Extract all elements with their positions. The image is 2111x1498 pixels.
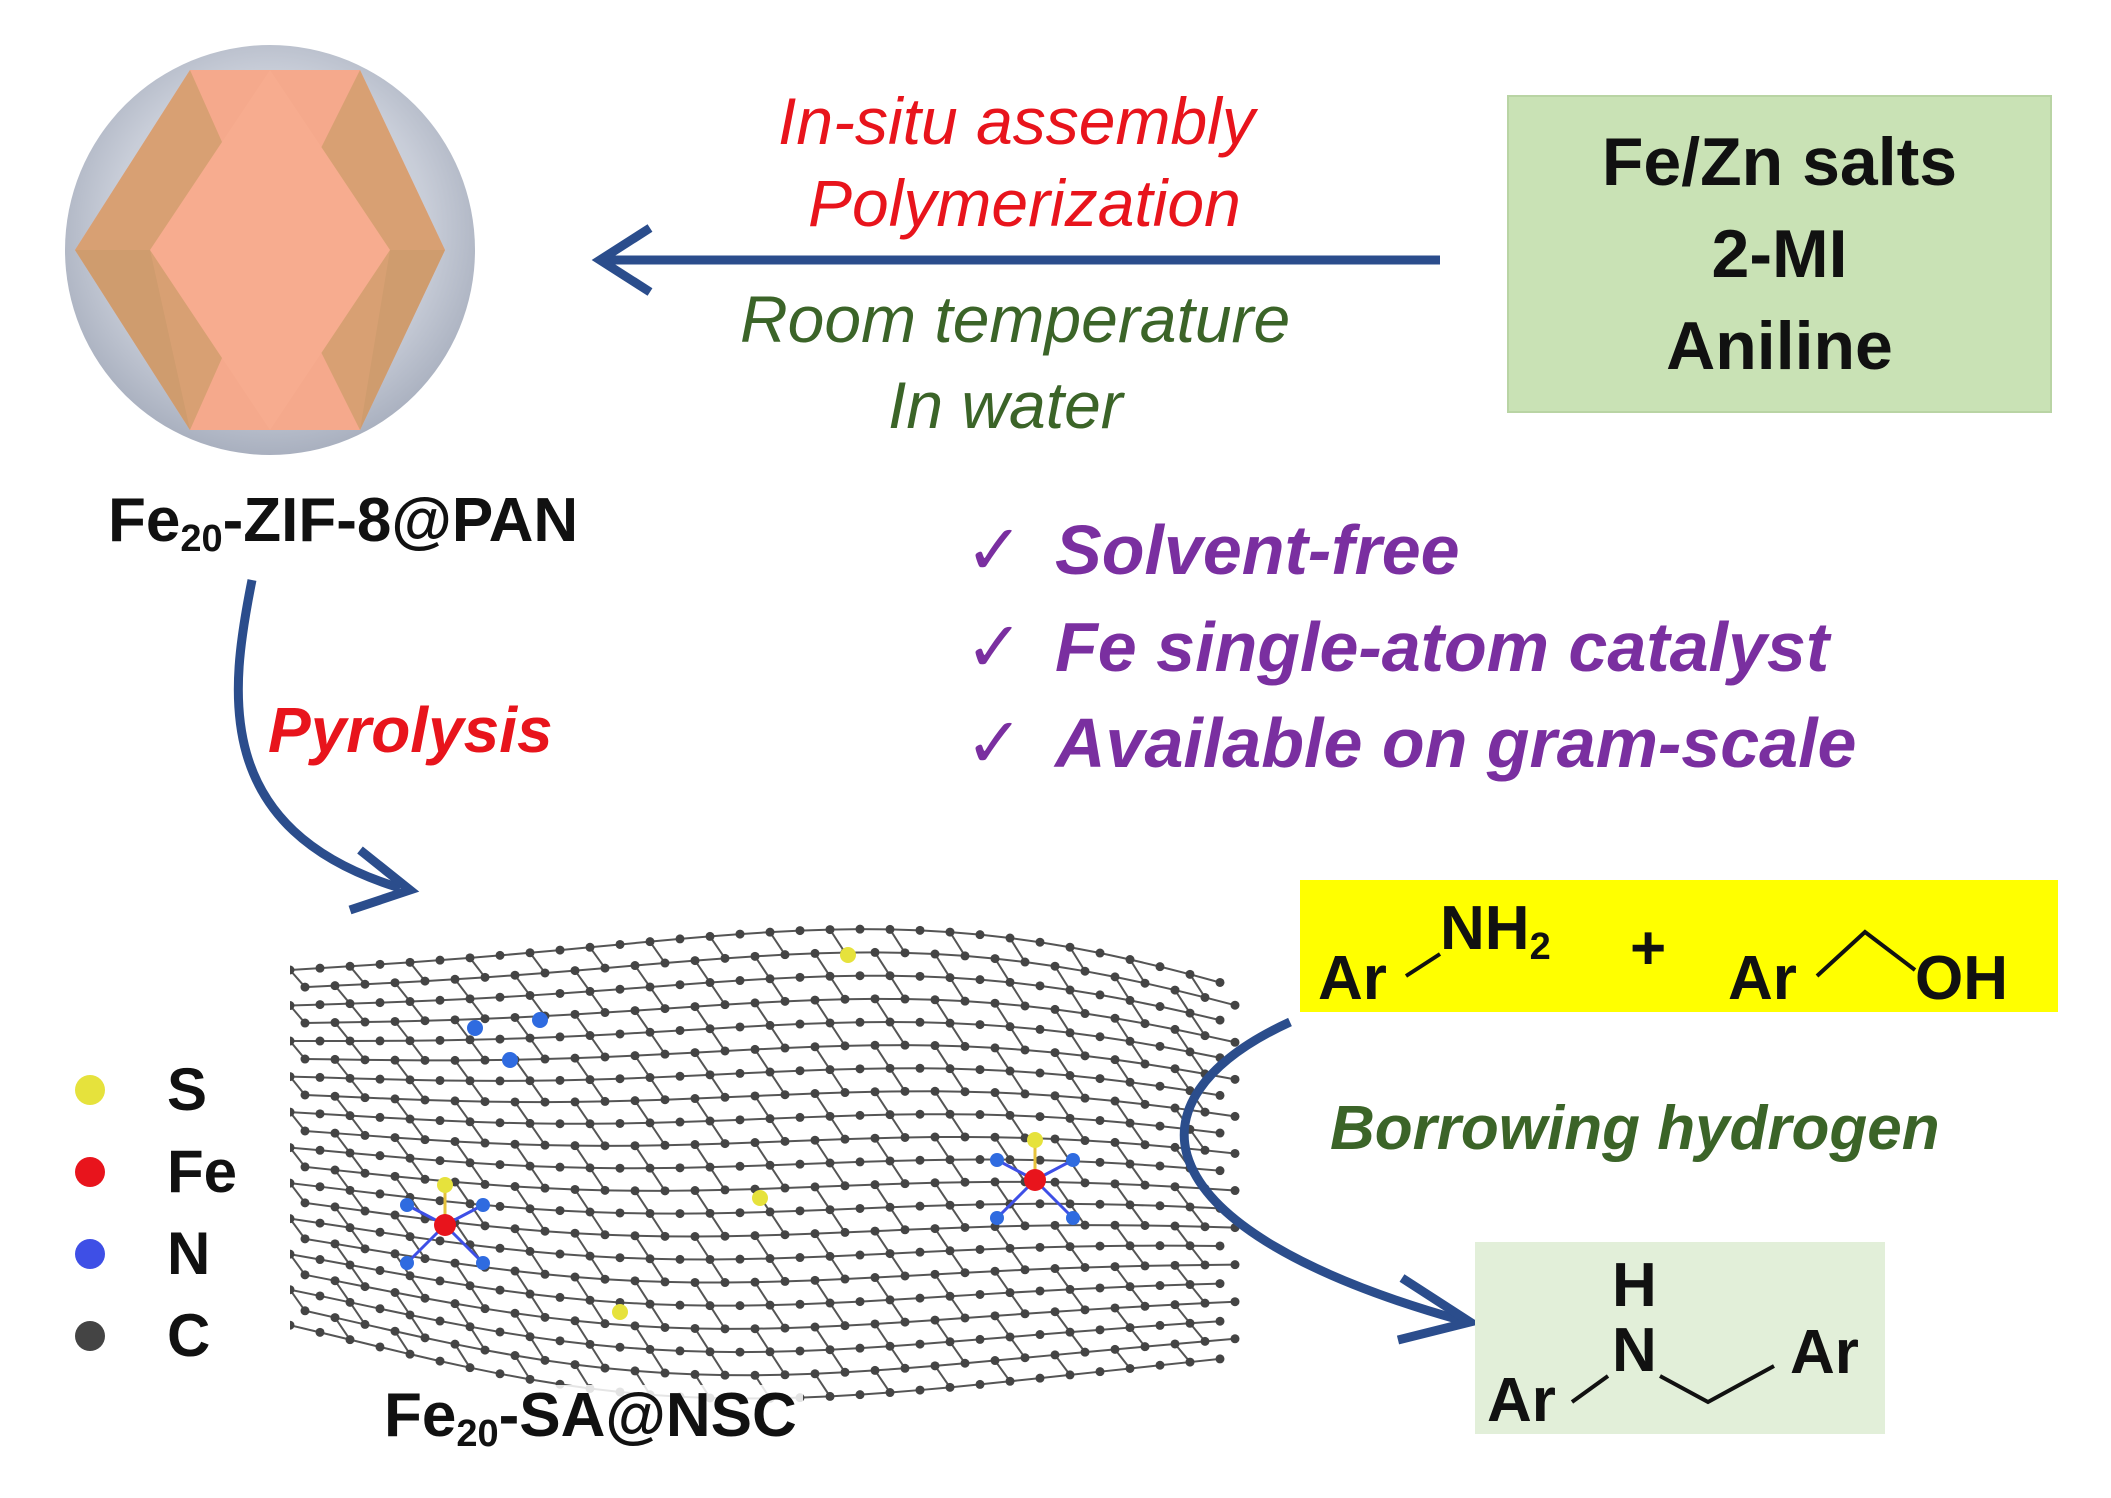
- precursor-label: Fe20-ZIF-8@PAN: [108, 486, 579, 560]
- nitrogen-atom: [1066, 1153, 1080, 1167]
- condition-assembly: In-situ assembly: [778, 84, 1255, 158]
- pyrolysis-label: Pyrolysis: [268, 694, 553, 766]
- plus-sign: +: [1630, 914, 1667, 983]
- synthesis-arrow: [591, 224, 1440, 296]
- condition-polymerization: Polymerization: [808, 166, 1241, 240]
- feature-single-atom: ✓Fe single-atom catalyst: [965, 608, 1830, 686]
- reagent-fe-zn-salts: Fe/Zn salts: [1601, 124, 1958, 200]
- nitrogen-atom: [467, 1020, 483, 1036]
- sulfur-atom: [612, 1304, 628, 1320]
- reactant2-hydroxyl: OH: [1915, 944, 2008, 1013]
- product-bonds: [1570, 1364, 1775, 1405]
- legend-item-s: S: [75, 1055, 207, 1124]
- product-n: N: [1612, 1316, 1657, 1385]
- reagent-aniline: Aniline: [1666, 308, 1893, 384]
- legend-item-c: C: [75, 1301, 210, 1370]
- sulfur-atom: [840, 947, 856, 963]
- condition-in-water: In water: [888, 368, 1123, 442]
- reactant1-bond: [1404, 952, 1442, 978]
- zif8-pan-sphere: [65, 45, 475, 455]
- reagent-box: Fe/Zn salts 2-MI Aniline: [1507, 95, 2052, 413]
- reactants-box: [1300, 880, 2058, 1012]
- nitrogen-atom: [1066, 1211, 1080, 1225]
- catalyst-label: Fe20-SA@NSC: [378, 1385, 803, 1453]
- sulfur-atom: [1027, 1132, 1043, 1148]
- check-icon: ✓: [965, 704, 1024, 782]
- reactant2-bonds: [1815, 929, 1917, 978]
- reactant1-amine: NH2: [1440, 894, 1551, 968]
- reagent-2-mi: 2-MI: [1711, 216, 1848, 292]
- product-h: H: [1612, 1251, 1657, 1320]
- nitrogen-atom: [502, 1052, 518, 1068]
- legend-item-n: N: [75, 1219, 210, 1288]
- sulfur-atom: [752, 1190, 768, 1206]
- iron-atom: [1024, 1169, 1046, 1191]
- check-icon: ✓: [965, 608, 1024, 686]
- nitrogen-atom: [532, 1012, 548, 1028]
- nitrogen-atom: [990, 1153, 1004, 1167]
- borrowing-hydrogen-label: Borrowing hydrogen: [1330, 1094, 1940, 1163]
- reactant1-ar: Ar: [1318, 944, 1387, 1013]
- legend-item-fe: Fe: [75, 1137, 237, 1206]
- borrowing-hydrogen-arrow: [1179, 1017, 1482, 1345]
- iron-atom: [434, 1214, 456, 1236]
- nitrogen-atom: [476, 1256, 490, 1270]
- check-icon: ✓: [965, 511, 1024, 589]
- sulfur-dot-icon: [75, 1074, 105, 1105]
- nitrogen-atom: [400, 1256, 414, 1270]
- product-ar-right: Ar: [1790, 1318, 1859, 1387]
- carbon-lattice: [290, 924, 1240, 1404]
- graphene-sheet: [290, 924, 1240, 1404]
- pyrolysis-arrow: [233, 579, 420, 915]
- carbon-dot-icon: [75, 1320, 105, 1351]
- iron-dot-icon: [75, 1156, 105, 1187]
- product-ar-left: Ar: [1487, 1366, 1556, 1435]
- feature-gram-scale: ✓Available on gram-scale: [965, 704, 1857, 782]
- feature-solvent-free: ✓Solvent-free: [965, 511, 1460, 589]
- nitrogen-dot-icon: [75, 1238, 105, 1269]
- nitrogen-atom: [990, 1211, 1004, 1225]
- condition-room-temperature: Room temperature: [740, 282, 1291, 356]
- product-box: [1475, 1242, 1885, 1434]
- reactant2-ar: Ar: [1728, 944, 1797, 1013]
- nitrogen-atom: [476, 1198, 490, 1212]
- nitrogen-atom: [400, 1198, 414, 1212]
- sulfur-atom: [437, 1177, 453, 1193]
